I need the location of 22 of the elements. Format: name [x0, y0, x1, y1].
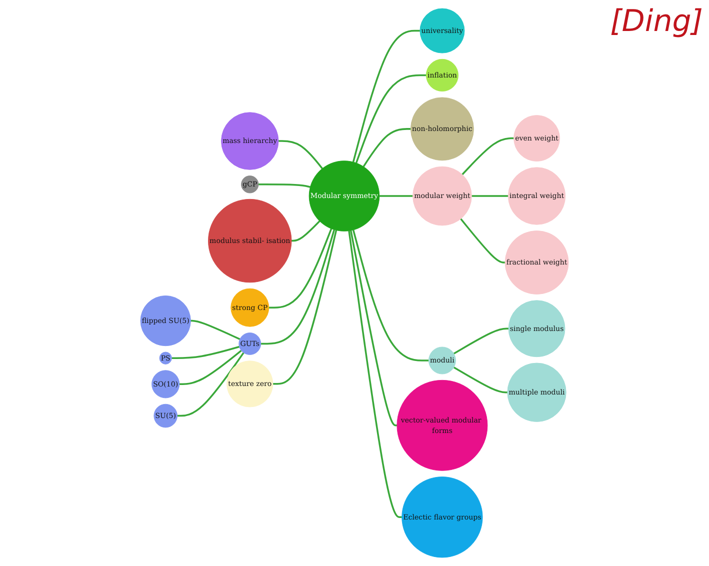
connector — [352, 30, 420, 162]
connector — [177, 352, 244, 417]
connector — [350, 230, 397, 426]
connector — [268, 228, 332, 308]
connector — [460, 218, 505, 264]
connector — [172, 346, 240, 359]
connector — [272, 230, 338, 385]
connector — [352, 230, 429, 362]
connector — [453, 328, 509, 354]
connector — [291, 220, 320, 242]
connector — [260, 229, 336, 345]
connector — [379, 195, 413, 197]
connector — [258, 184, 310, 188]
connector — [278, 140, 323, 170]
connector — [453, 366, 508, 394]
citation-note: [Ding] — [610, 4, 703, 39]
connector — [462, 137, 514, 176]
connector — [362, 128, 411, 168]
connector — [472, 195, 508, 197]
connector — [190, 320, 240, 340]
connector — [355, 74, 426, 164]
connector — [179, 350, 242, 386]
